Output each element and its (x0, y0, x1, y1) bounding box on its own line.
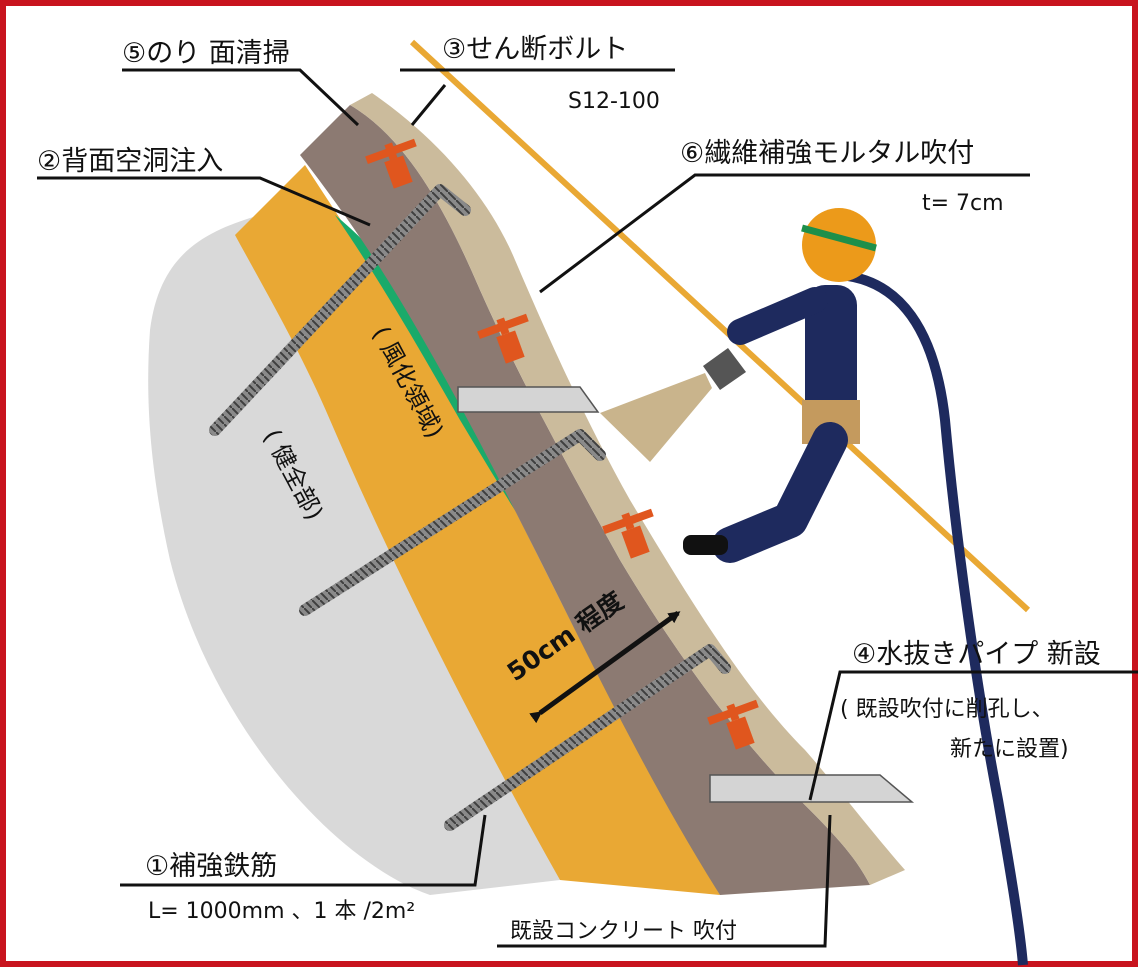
drain-pipe-note-2: 新たに設置) (950, 737, 1069, 762)
drain-pipe-icon (709, 774, 915, 803)
existing-shotcrete-layer (300, 105, 870, 895)
shear-bolt-icon (365, 138, 759, 750)
spray-cone (600, 373, 712, 462)
hose (839, 270, 1028, 966)
fiber-mortar-layer (350, 93, 905, 885)
rebar-spec: L= 1000mm 、1 本 /2m² (148, 899, 415, 924)
fiber-mortar-spec: t= 7cm (922, 191, 1004, 216)
drain-pipe-label: ④水抜きパイプ 新設 (852, 639, 1101, 670)
shear-bolt-spec: S12-100 (568, 89, 660, 114)
fiber-mortar-label: ⑥繊維補強モルタル吹付 (680, 138, 974, 169)
existing-shotcrete-label: 既設コンクリート 吹付 (510, 919, 737, 944)
drain-pipe-icon (457, 386, 600, 413)
face-cleaning-label: ⑤のり 面清掃 (122, 38, 290, 69)
rebar-icon (209, 184, 731, 831)
shear-bolt-label: ③せん断ボルト (442, 34, 628, 65)
spray-nozzle-icon (703, 348, 746, 390)
cavity-injection-label: ②背面空洞注入 (37, 146, 223, 177)
rebar-label: ①補強鉄筋 (145, 851, 277, 882)
worker-figure (683, 208, 877, 563)
helmet-icon (802, 208, 876, 282)
safety-rope (409, 39, 1031, 613)
leader-lines (37, 68, 1138, 948)
thickness-arrow (529, 610, 681, 724)
drain-pipe-note-1: ( 既設吹付に削孔し、 (840, 697, 1054, 722)
